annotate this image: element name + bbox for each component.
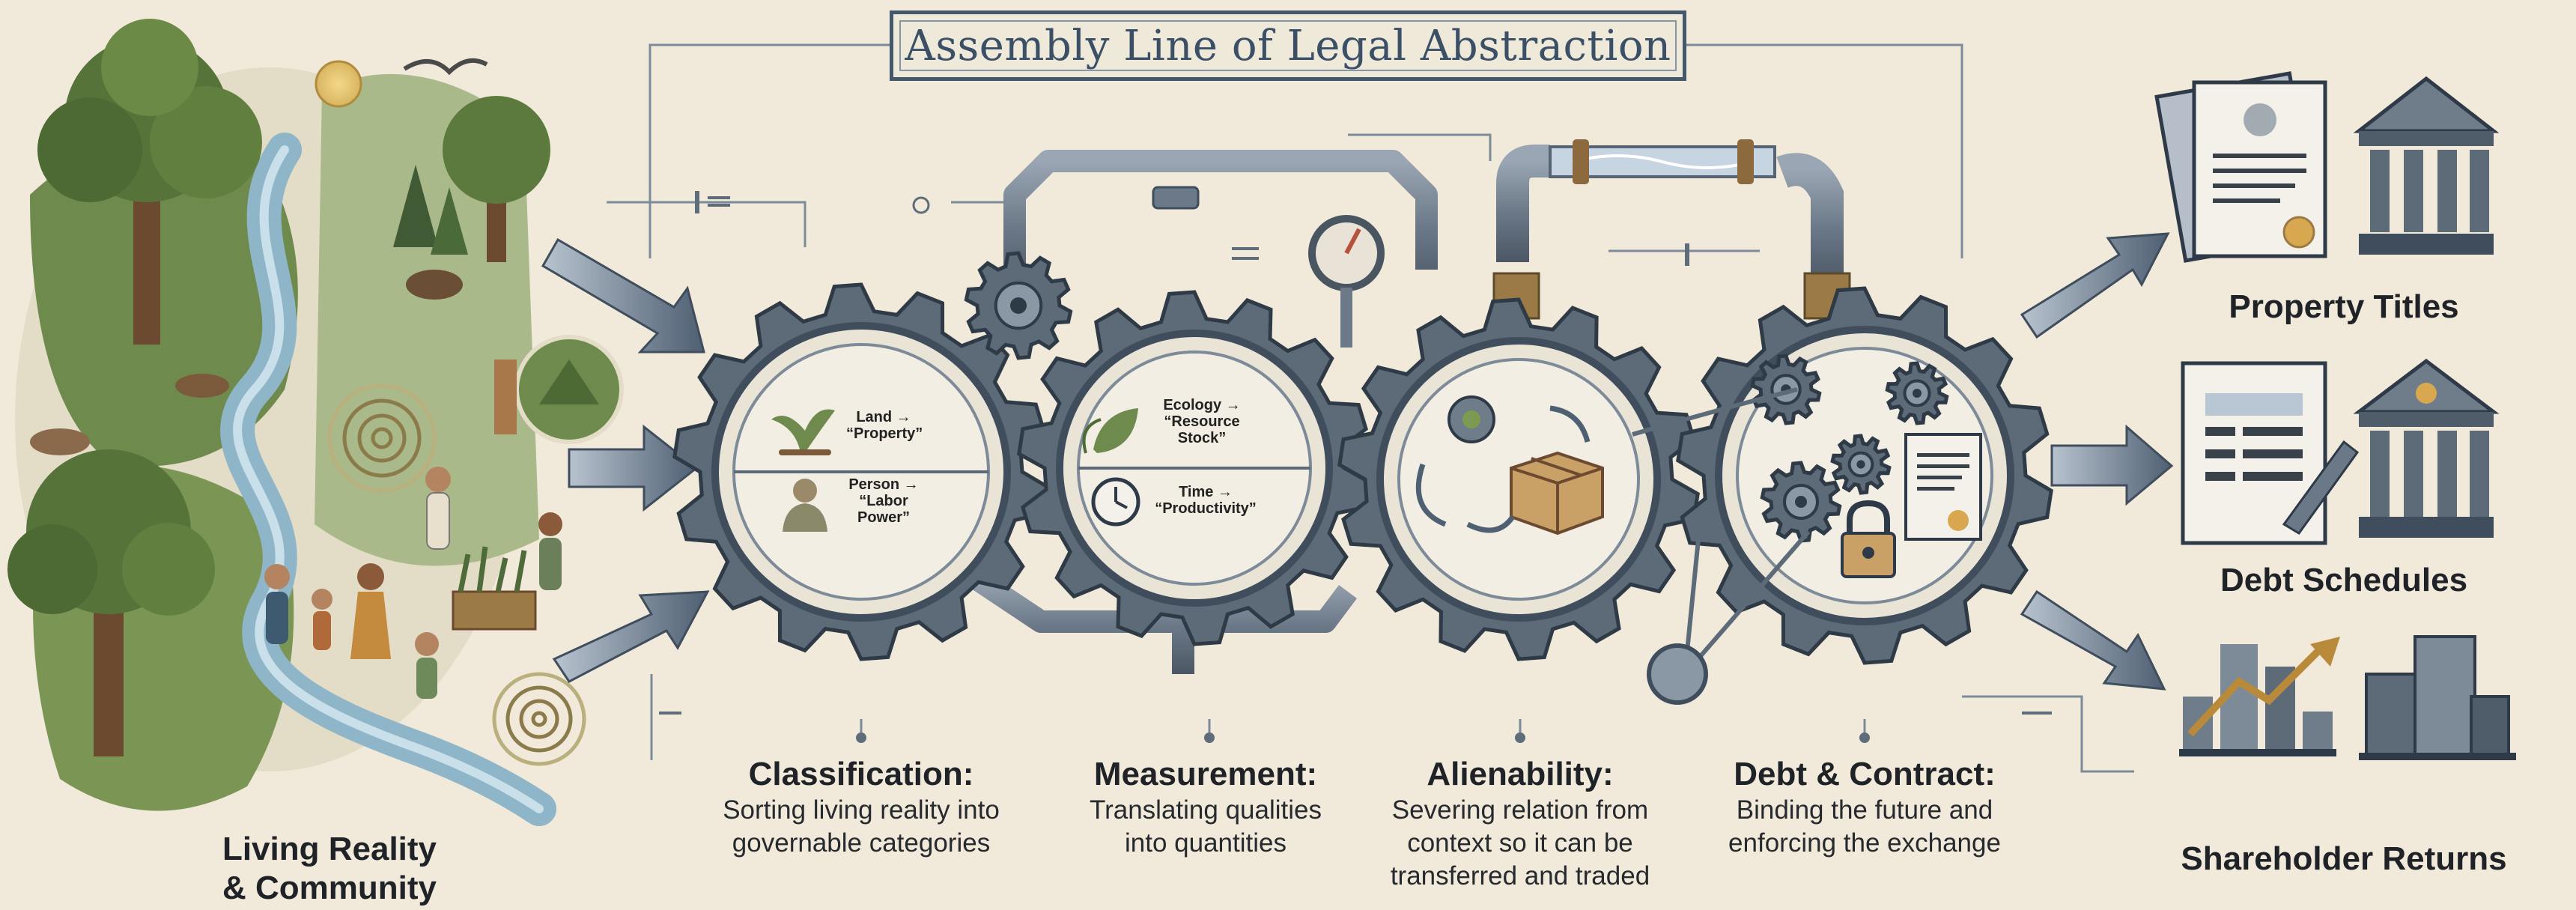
stage-description: enforcing the exchange (1728, 828, 2001, 858)
item-line: “Productivity” (1155, 500, 1257, 517)
stage-description: Binding the future and (1736, 795, 1993, 825)
tree-icon (443, 96, 550, 262)
item-line: Land → (856, 409, 911, 425)
gears-layer (672, 251, 2053, 665)
padlock-icon (1841, 500, 1896, 578)
ledger-icon (2181, 361, 2360, 545)
tree-icon (37, 19, 262, 345)
bank-icon (2353, 76, 2500, 255)
community-figures (264, 467, 562, 699)
pressure-gauge-icon (1308, 215, 1385, 348)
cog-icon (1760, 461, 1842, 543)
skyscraper-icon (2359, 635, 2516, 760)
chain-icon (1632, 387, 1811, 705)
stage-4-caption: Debt & Contract: Binding the future and … (1689, 755, 2041, 860)
cog-icon (1750, 354, 1822, 425)
clock-icon (1091, 477, 1140, 527)
stage-description: context so it can be (1407, 828, 1633, 858)
small-gear-icon (1448, 395, 1495, 443)
item-line: Time → (1179, 484, 1233, 500)
output-label-shareholder-returns: Shareholder Returns (2181, 840, 2507, 877)
contract-icon (1904, 433, 1982, 541)
bank-icon (2353, 358, 2500, 538)
worker-icon (783, 479, 827, 532)
stage-2-caption: Measurement: Translating qualities into … (1037, 755, 1374, 860)
cog-icon (1885, 361, 1949, 425)
item-line: Person → (848, 476, 919, 493)
stage-heading: Debt & Contract: (1734, 756, 1996, 792)
output-label-debt-schedules: Debt Schedules (2220, 562, 2468, 598)
item-line: Stock” (1177, 430, 1227, 446)
item-line: “Labor (859, 493, 908, 509)
tree-icon (7, 449, 215, 756)
output-label-property-titles: Property Titles (2229, 288, 2459, 325)
spiral-icon (327, 383, 437, 493)
stage-heading: Measurement: (1093, 756, 1318, 792)
sprout-icon (771, 409, 835, 455)
certificate-icon (2154, 71, 2327, 263)
cog-icon (1830, 434, 1892, 495)
box-icon (1510, 451, 1604, 536)
stage-heading: Classification: (748, 756, 974, 792)
source-label-line: & Community (222, 870, 437, 906)
stage-1-item-1-label: Land → “Property” (846, 409, 923, 442)
output-arrows (2020, 232, 2174, 691)
cog-icon (964, 251, 1073, 360)
stage-2-item-1-label: Ecology → “Resource Stock” (1153, 397, 1251, 446)
process-gear (672, 282, 1050, 661)
bear-icon (406, 270, 463, 300)
spiral-icon (492, 672, 586, 766)
deer-icon (175, 374, 229, 398)
animal-icon (30, 428, 90, 455)
stage-description: into quantities (1125, 828, 1287, 858)
source-label: Living Reality & Community (180, 830, 479, 908)
item-line: “Property” (846, 425, 923, 442)
rising-chart-icon (2179, 637, 2340, 756)
stage-1-caption: Classification: Sorting living reality i… (693, 755, 1030, 860)
blueprint-guide-lines (607, 43, 2134, 773)
stage-1-item-2-label: Person → “Labor Power” (846, 476, 921, 526)
blueprint-dimension-marks (659, 191, 2052, 743)
source-label-line: Living Reality (222, 831, 437, 867)
item-line: Ecology → (1163, 397, 1241, 413)
pipe-network (967, 139, 1851, 674)
living-landscape (7, 19, 624, 826)
item-line: Power” (857, 509, 911, 526)
stage-description: Severing relation from (1391, 795, 1649, 825)
cycle-arrows-icon (1415, 405, 1591, 533)
stage-3-caption: Alienability: Severing relation from con… (1348, 755, 1692, 893)
item-line: “Resource (1164, 413, 1240, 430)
leaf-icon (1082, 408, 1138, 454)
stage-description: governable categories (732, 828, 991, 858)
stage-description: Sorting living reality into (723, 795, 1000, 825)
title-banner: Assembly Line of Legal Abstraction (890, 10, 1686, 81)
stage-description: transferred and traded (1390, 861, 1650, 891)
input-arrows (541, 237, 710, 683)
stage-heading: Alienability: (1427, 756, 1614, 792)
stage-2-item-2-label: Time → “Productivity” (1149, 484, 1262, 517)
diagram-title: Assembly Line of Legal Abstraction (905, 21, 1671, 70)
stage-description: Translating qualities (1090, 795, 1322, 825)
process-gear (1017, 290, 1372, 646)
